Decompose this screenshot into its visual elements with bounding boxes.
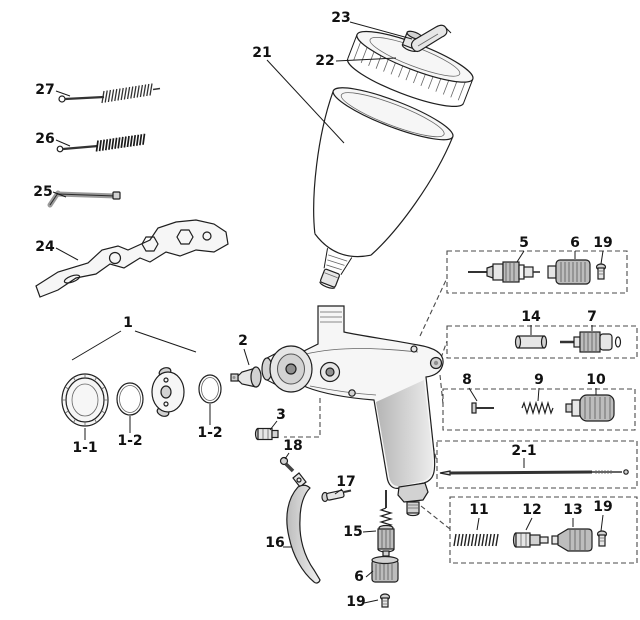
air-cap-set	[61, 366, 279, 441]
part-label-1-2a: 1-2	[117, 433, 142, 449]
part-label-26: 26	[35, 131, 54, 147]
part-label-1: 1	[123, 315, 133, 331]
part-label-21: 21	[252, 45, 271, 61]
o-ring-small	[198, 374, 222, 404]
air-cap	[151, 367, 185, 417]
part-label-2-1: 2-1	[511, 443, 536, 459]
part-label-25: 25	[33, 184, 52, 200]
cup-body	[313, 87, 454, 289]
part-label-19c: 19	[346, 594, 365, 610]
screw-19-bottom	[379, 593, 391, 608]
part-label-11: 11	[469, 502, 488, 518]
screw-19-mid	[596, 530, 608, 547]
part-label-3: 3	[276, 407, 286, 423]
part-label-16: 16	[265, 535, 284, 551]
air-inlet-fitting	[397, 482, 429, 517]
part-label-18: 18	[283, 438, 302, 454]
screw-19-top	[595, 263, 607, 280]
part-label-22: 22	[315, 53, 334, 69]
part-labels: 23 22 21 27 26 25 24 1 2 5 6 19 14 7 8 9…	[33, 10, 612, 610]
part-label-7: 7	[587, 309, 597, 325]
knob-10	[565, 394, 615, 422]
part-label-27: 27	[35, 82, 54, 98]
small-fitting	[254, 427, 279, 441]
spring-11	[453, 533, 499, 547]
part-label-24: 24	[35, 239, 55, 255]
o-ring-large	[116, 382, 144, 416]
cleaning-brush-long	[58, 83, 161, 104]
part-label-5: 5	[519, 235, 529, 251]
part-label-12: 12	[522, 502, 541, 518]
part-label-1-1: 1-1	[72, 440, 97, 456]
part-label-9: 9	[534, 372, 544, 388]
nozzle-boss	[261, 345, 313, 393]
knob-6-bottom	[371, 555, 399, 583]
part-label-8: 8	[462, 372, 472, 388]
spring-9	[521, 400, 554, 416]
paint-cup-group	[313, 30, 474, 289]
fluid-nozzle	[230, 366, 262, 388]
air-valve-assembly-15	[377, 490, 395, 557]
lid-clip	[410, 24, 452, 53]
part-label-19a: 19	[593, 235, 612, 251]
knob-13	[551, 528, 593, 552]
trigger-screw-17	[321, 489, 352, 503]
cup-lid	[346, 30, 474, 107]
valve-fitting-12	[512, 532, 549, 548]
spray-gun-body	[261, 305, 444, 517]
part-label-1-2b: 1-2	[197, 425, 222, 441]
screw-18	[279, 456, 295, 473]
part-label-10: 10	[586, 372, 606, 388]
part-label-13: 13	[563, 502, 582, 518]
retaining-ring	[61, 373, 109, 427]
part-label-6b: 6	[354, 569, 364, 585]
trigger	[286, 472, 321, 584]
knob-6-top	[547, 259, 591, 285]
knob-assembly-7	[560, 331, 622, 353]
needle-packing-assembly	[468, 261, 540, 283]
cleaning-brush-short	[56, 133, 146, 153]
part-label-17: 17	[336, 474, 355, 490]
fluid-needle-2-1	[439, 469, 629, 476]
part-label-23: 23	[331, 10, 350, 26]
part-label-15: 15	[343, 524, 362, 540]
pin-8	[471, 402, 494, 414]
part-label-6a: 6	[570, 235, 580, 251]
spacer-cylinder-14	[514, 335, 548, 349]
hex-key	[47, 190, 121, 208]
multi-wrench-tool	[35, 219, 229, 298]
leader-lines	[52, 21, 604, 604]
part-label-14: 14	[521, 309, 541, 325]
part-label-2: 2	[238, 333, 248, 349]
part-label-19b: 19	[593, 499, 612, 515]
